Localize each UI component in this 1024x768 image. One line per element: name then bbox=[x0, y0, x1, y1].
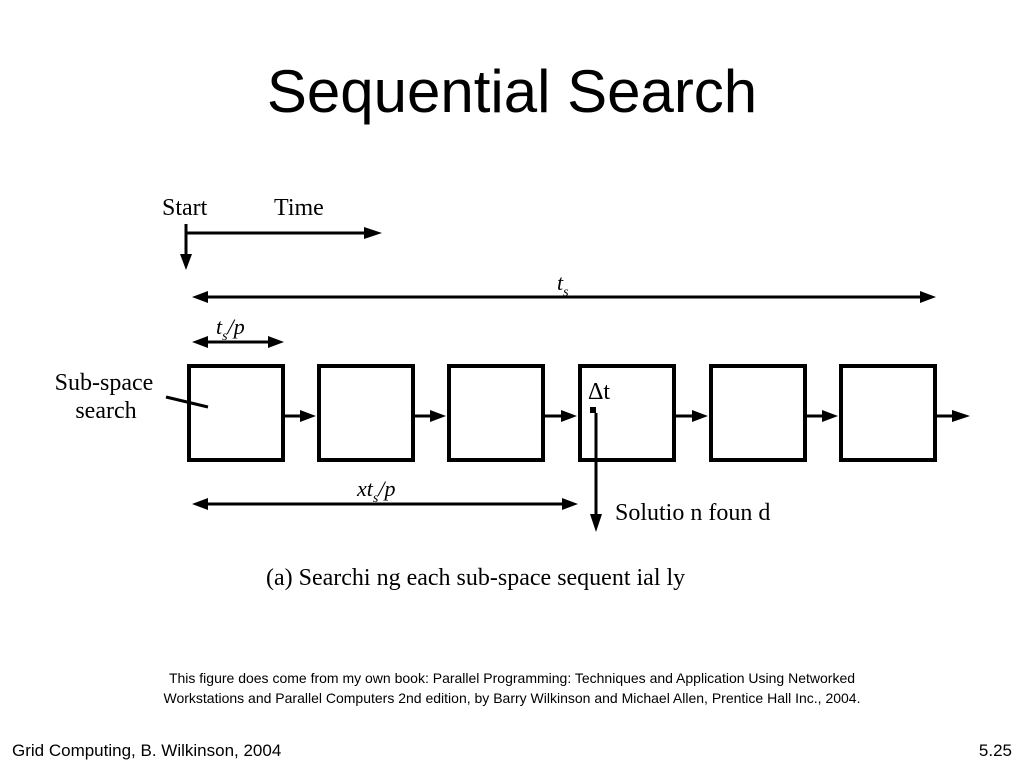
source-note-line-2: Workstations and Parallel Computers 2nd … bbox=[163, 690, 861, 706]
ts-label-main: t bbox=[557, 270, 564, 295]
subspace-box-3 bbox=[447, 364, 545, 462]
subspace-box-6 bbox=[839, 364, 937, 462]
subspace-box-2 bbox=[317, 364, 415, 462]
connector-arrow-2 bbox=[413, 410, 446, 422]
solution-point-marker bbox=[590, 407, 596, 413]
ts-label-sub: s bbox=[563, 285, 569, 300]
start-label: Start bbox=[162, 195, 208, 221]
tsp-span-arrow bbox=[192, 336, 284, 348]
time-arrow bbox=[186, 227, 382, 239]
tsp-label-main: t bbox=[216, 314, 223, 339]
xtsp-label-sub: s bbox=[373, 491, 379, 506]
time-label: Time bbox=[274, 195, 324, 221]
subspace-box-4 bbox=[578, 364, 676, 462]
tsp-label-sub: s bbox=[222, 329, 228, 344]
tsp-label-rest: /p bbox=[226, 314, 245, 339]
subspace-box-5 bbox=[709, 364, 807, 462]
tsp-label: ts/p bbox=[216, 314, 245, 344]
delta-t-label: Δt bbox=[588, 379, 610, 405]
solution-found-label: Solutio n foun d bbox=[615, 500, 770, 526]
source-note: This figure does come from my own book: … bbox=[0, 668, 1024, 708]
diagram-caption: (a) Searchi ng each sub-space sequent ia… bbox=[266, 565, 685, 591]
ts-label: ts bbox=[557, 270, 569, 300]
connector-arrow-6 bbox=[935, 410, 970, 422]
connector-arrow-1 bbox=[283, 410, 316, 422]
connector-arrow-5 bbox=[805, 410, 838, 422]
ts-span-arrow bbox=[192, 291, 936, 303]
subspace-label-line2: search bbox=[75, 398, 136, 424]
connector-arrow-4 bbox=[674, 410, 708, 422]
subspace-box-1 bbox=[187, 364, 285, 462]
subspace-label-line1: Sub-space bbox=[55, 370, 154, 396]
footer-left: Grid Computing, B. Wilkinson, 2004 bbox=[12, 741, 282, 760]
connector-arrow-3 bbox=[543, 410, 577, 422]
xtsp-label-rest: /p bbox=[376, 476, 395, 501]
xtsp-span-arrow bbox=[192, 498, 578, 510]
xtsp-label: xts/p bbox=[356, 476, 395, 506]
solution-arrow bbox=[590, 413, 602, 532]
xtsp-label-x: xt bbox=[356, 476, 374, 501]
slide-title: Sequential Search bbox=[266, 58, 758, 125]
start-marker-arrow bbox=[180, 224, 192, 270]
slide-number: 5.25 bbox=[978, 741, 1012, 760]
source-note-line-1: This figure does come from my own book: … bbox=[168, 670, 856, 686]
